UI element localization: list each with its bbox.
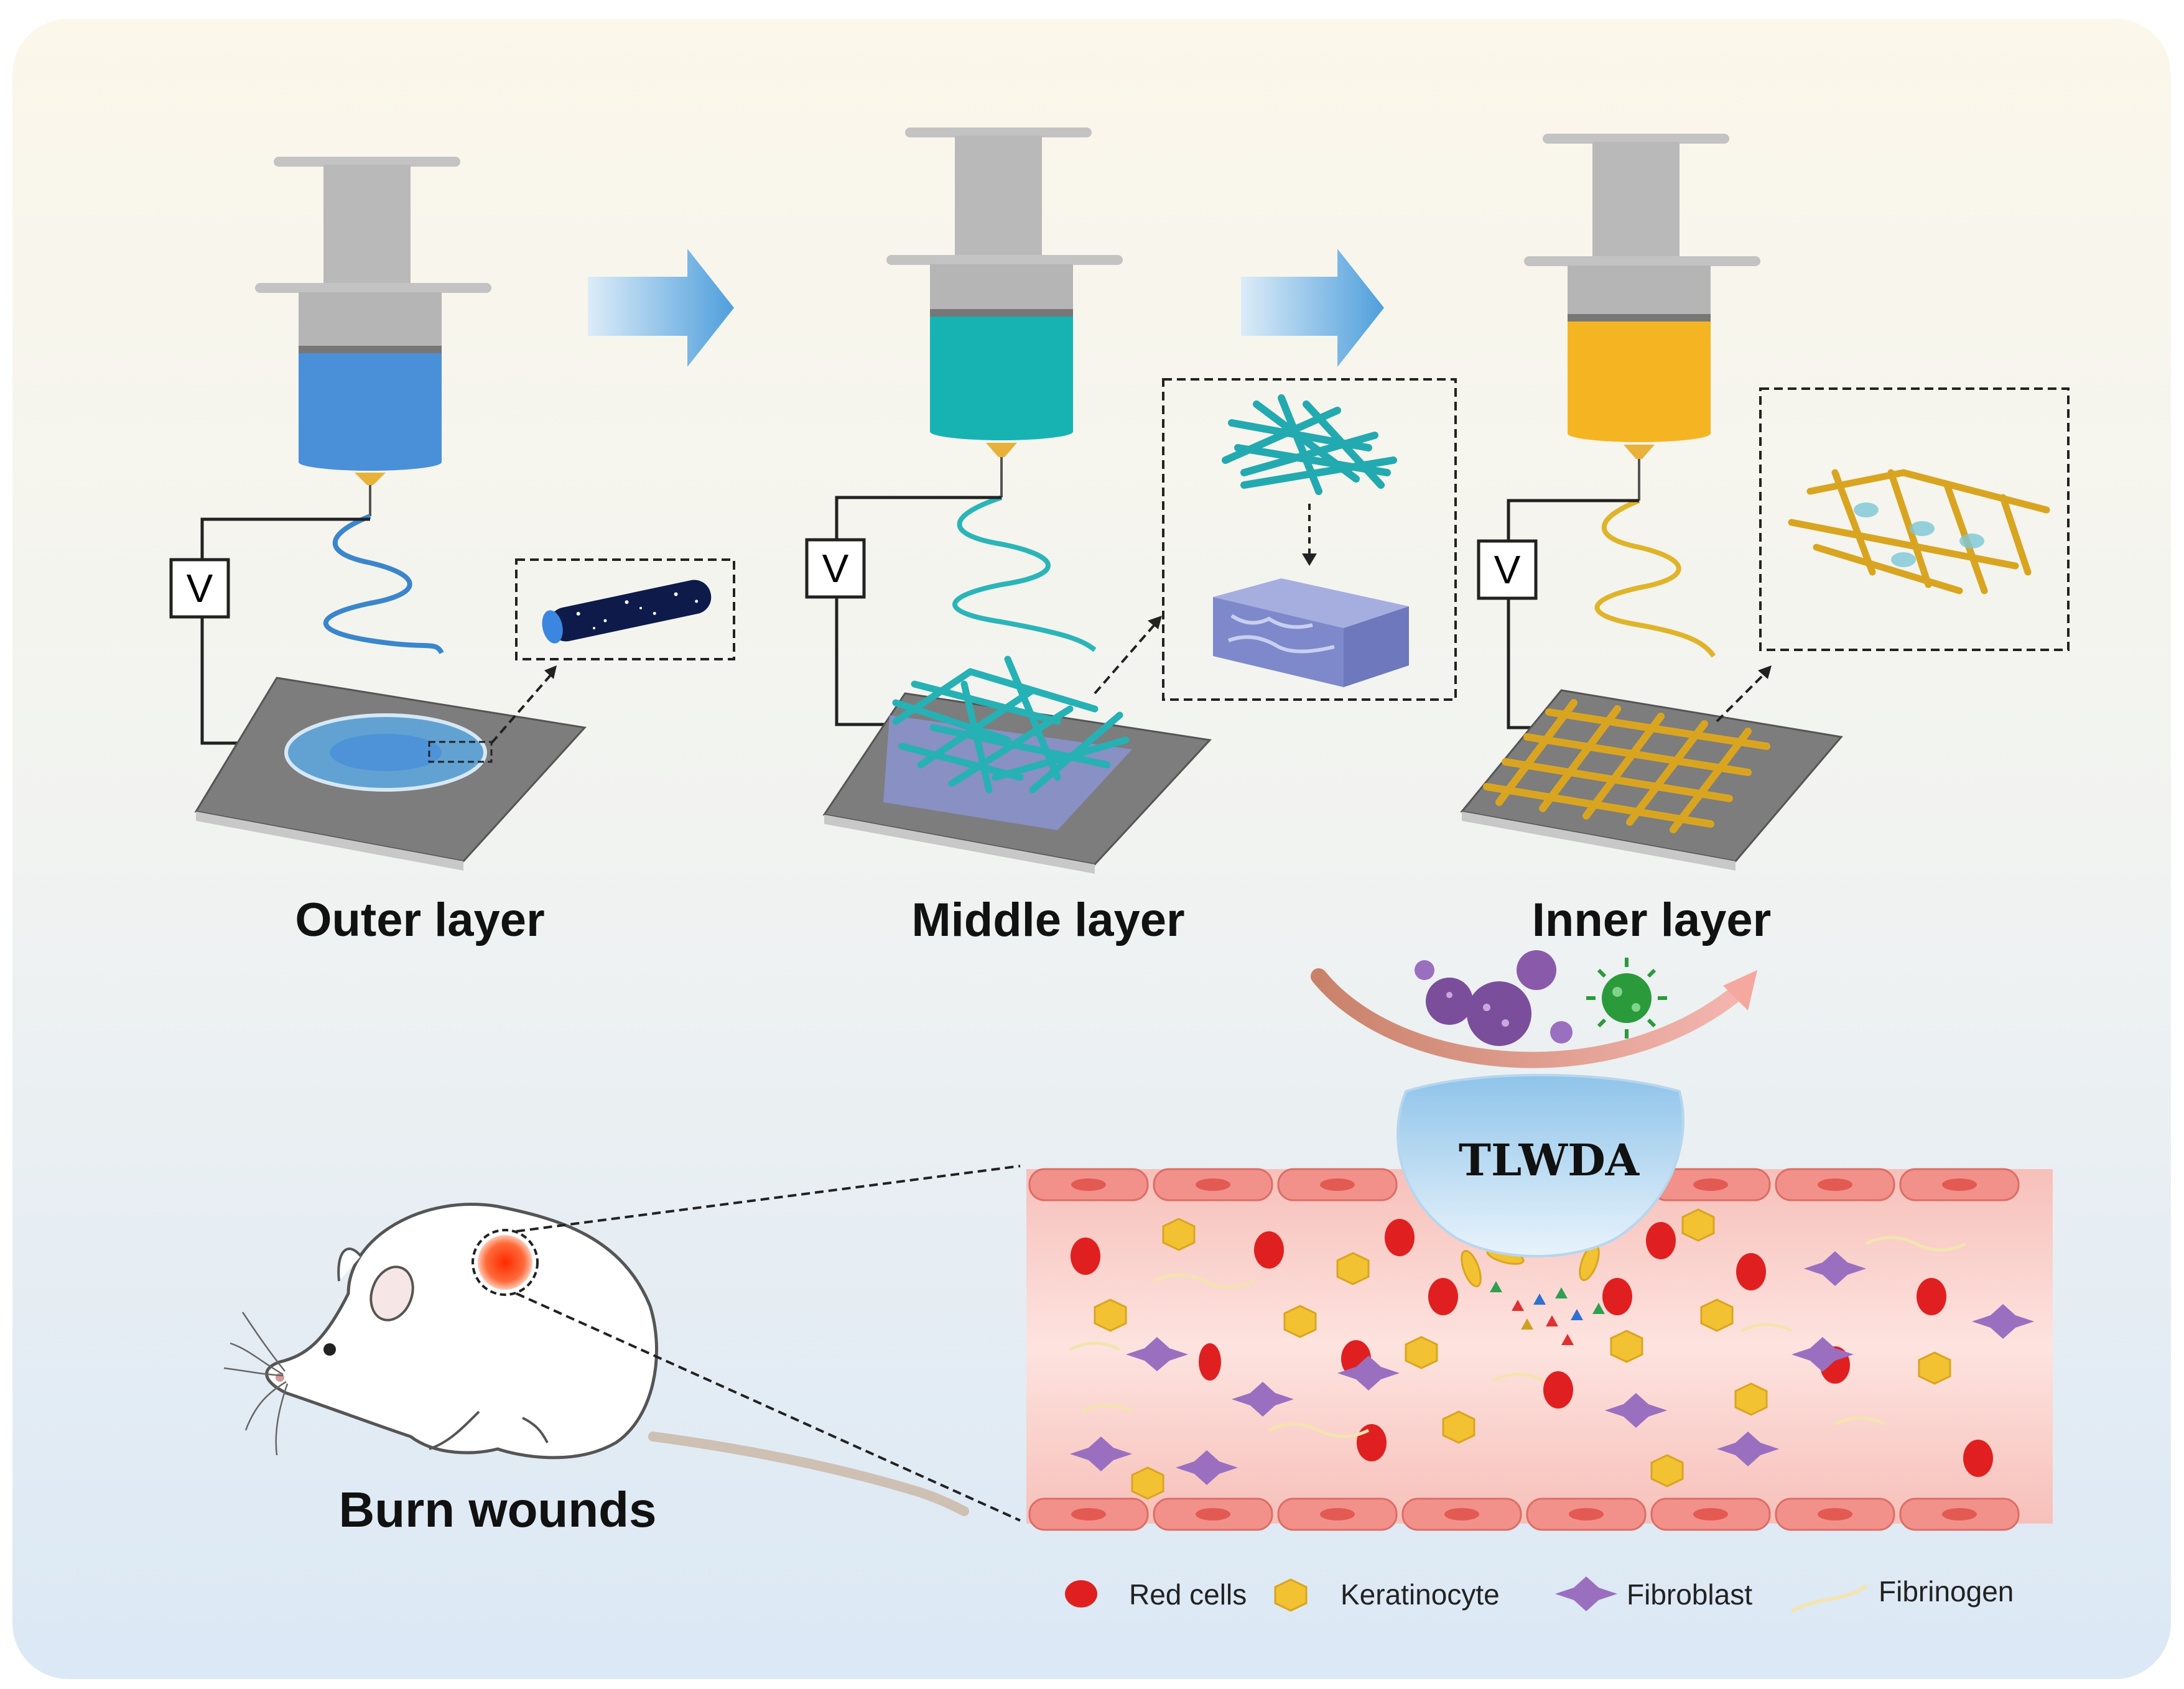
scaffold-cube [1213,578,1409,687]
voltage-symbol: V [187,566,213,611]
voltage-symbol: V [822,546,849,591]
stage-inner: V Inner layer [1460,134,2070,946]
wound-label: Burn wounds [338,1482,656,1537]
rat-icon [223,1203,969,1516]
flow-arrow-1 [588,249,734,367]
inset-inner-mesh [1759,387,2070,651]
voltage-box [169,558,230,619]
fiber-mesh [892,655,1130,794]
outer-solution [299,353,442,462]
inner-solution [1568,322,1711,433]
inset-middle-scaffold [1162,378,1457,701]
keratinocytes [1094,1208,1951,1500]
dressing-tlwda [1396,1073,1684,1257]
fiber-jet [1594,498,1716,658]
voltage-box [805,538,866,599]
legend: Red cells Keratinocyte Fibroblast Fibrin… [1065,1575,2014,1613]
wound-tissue [1026,1168,2053,1531]
middle-solution [930,317,1073,432]
voltage-symbol: V [1494,547,1521,592]
burn-wound-icon [478,1235,532,1290]
legend-label-fibroblast: Fibroblast [1627,1578,1752,1611]
fiber-cluster [1222,394,1397,495]
syringe-icon [886,127,1123,497]
stage-label-outer: Outer layer [295,894,544,946]
epithelial-row-bottom [1028,1497,2020,1531]
fiber-jet [323,514,444,654]
stage-label-middle: Middle layer [911,894,1184,946]
grid-mesh [1483,699,1770,833]
stage-outer: V Outer layer [169,157,735,946]
fiber-jet [952,495,1097,652]
dressing-label: TLWDA [1459,1134,1640,1186]
legend-label-keratinocyte: Keratinocyte [1341,1578,1500,1611]
bacteria-green-icon [1586,958,1667,1039]
bacteria-purple-icon [1415,950,1573,1046]
legend-label-red-cells: Red cells [1129,1578,1247,1611]
keratinocyte-icon [1274,1578,1308,1612]
syringe-icon [255,157,491,516]
syringe-icon [1524,134,1760,501]
antibacterial-curve-arrow [1311,968,1750,1068]
fibrinogen-strands [1069,1236,1967,1438]
fibroblasts [1070,1251,2034,1485]
stage-label-inner: Inner layer [1532,894,1771,946]
drug-particles [1490,1281,1605,1345]
stage-middle: V Middle layer [805,127,1457,946]
inset-outer-fiber [515,558,735,660]
legend-label-fibrinogen: Fibrinogen [1879,1575,2014,1608]
flow-arrow-2 [1241,249,1384,367]
fibrinogen-icon [1790,1584,1867,1613]
fibroblast-icon [1555,1576,1617,1611]
mesh-detail [1788,469,2050,595]
red-cell-icon [1065,1580,1097,1608]
